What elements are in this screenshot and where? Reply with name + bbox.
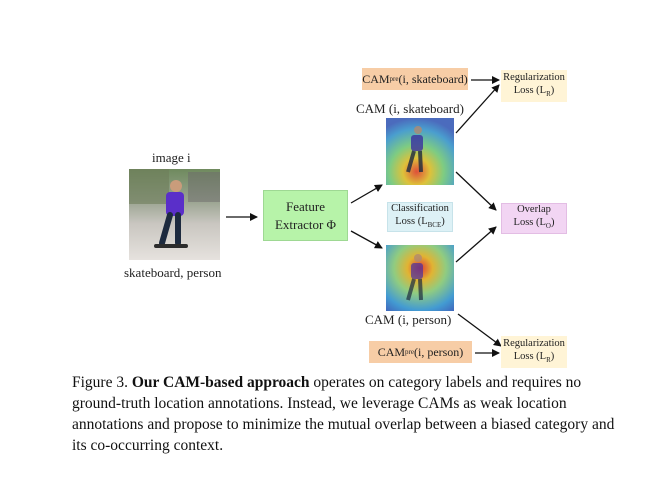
reg-top-line1: Regularization — [503, 71, 565, 83]
input-tags-label: skateboard, person — [124, 265, 222, 280]
reg-bottom-close: ) — [550, 350, 555, 362]
classification-loss-box: Classification Loss (LBCE) — [387, 202, 453, 232]
reg-bottom-line1: Regularization — [503, 337, 565, 349]
ovl-sub: O — [545, 222, 551, 231]
reg-bottom-line2: Loss (L — [513, 350, 547, 362]
regularization-loss-bottom-box: Regularization Loss (LR) — [501, 336, 567, 368]
cam-bottom-label: CAM (i, person) — [365, 312, 452, 327]
cam-pre-top-sub: pre — [389, 74, 399, 83]
input-image-label: image i — [152, 150, 191, 165]
cam-pre-top-main: CAM — [362, 71, 390, 86]
feature-extractor-line1: Feature — [286, 198, 325, 214]
cam-pre-bottom-args: (i, person) — [413, 344, 464, 359]
cam-pre-top-args: (i, skateboard) — [398, 71, 468, 86]
ovl-close: ) — [550, 217, 555, 229]
reg-top-close: ) — [550, 84, 555, 96]
ovl-line2: Loss (L — [513, 217, 546, 229]
caption-bold: Our CAM-based approach — [131, 374, 310, 391]
cam-pre-bottom-main: CAM — [377, 344, 406, 359]
cls-line2: Loss (L — [395, 215, 428, 227]
caption-prefix: Figure 3. — [72, 374, 132, 391]
overlap-loss-box: Overlap Loss (LO) — [501, 203, 567, 234]
reg-bottom-sub: R — [546, 356, 551, 365]
cls-close: ) — [441, 215, 445, 227]
cls-sub: BCE — [427, 221, 442, 230]
figure-caption: Figure 3. Our CAM-based approach operate… — [72, 372, 620, 456]
ovl-line1: Overlap — [517, 204, 551, 216]
cls-line1: Classification — [391, 202, 449, 214]
regularization-loss-top-box: Regularization Loss (LR) — [501, 70, 567, 102]
reg-top-sub: R — [546, 90, 551, 99]
cam-skateboard-image — [386, 118, 454, 185]
caption-rest: operates on category labels and requires… — [72, 374, 615, 454]
cam-person-image — [386, 245, 454, 311]
feature-extractor-box: Feature Extractor Φ — [263, 190, 348, 241]
cam-pre-bottom-sub: pre — [405, 347, 414, 356]
feature-extractor-line2: Extractor Φ — [274, 216, 337, 232]
cam-top-label: CAM (i, skateboard) — [356, 101, 464, 116]
input-image — [129, 169, 220, 260]
reg-top-line2: Loss (L — [513, 84, 547, 96]
